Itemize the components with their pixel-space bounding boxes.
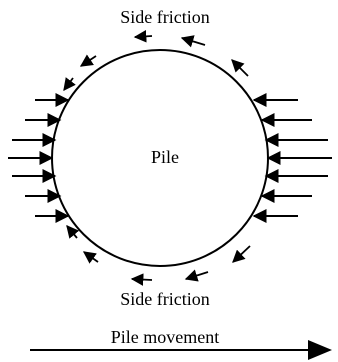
friction-arrow: [82, 251, 99, 264]
side-friction-bottom-label: Side friction: [120, 289, 210, 309]
left-pressure-arrows: [8, 93, 70, 223]
friction-arrow: [130, 273, 153, 286]
right-pressure-arrows: [252, 93, 332, 223]
friction-arrow: [66, 225, 80, 239]
top-friction-arrows: [63, 30, 249, 92]
friction-arrow: [184, 269, 209, 282]
pile-movement-label: Pile movement: [110, 327, 220, 347]
friction-arrow: [79, 54, 97, 67]
friction-arrow: [180, 35, 206, 48]
bottom-friction-arrows: [66, 225, 251, 286]
friction-arrow: [63, 77, 76, 92]
friction-arrow: [133, 30, 153, 43]
pile-movement-arrowhead: [308, 340, 332, 360]
friction-arrow: [232, 245, 251, 263]
side-friction-top-label: Side friction: [120, 7, 210, 27]
pile-label: Pile: [150, 147, 179, 167]
friction-arrow: [231, 59, 249, 77]
